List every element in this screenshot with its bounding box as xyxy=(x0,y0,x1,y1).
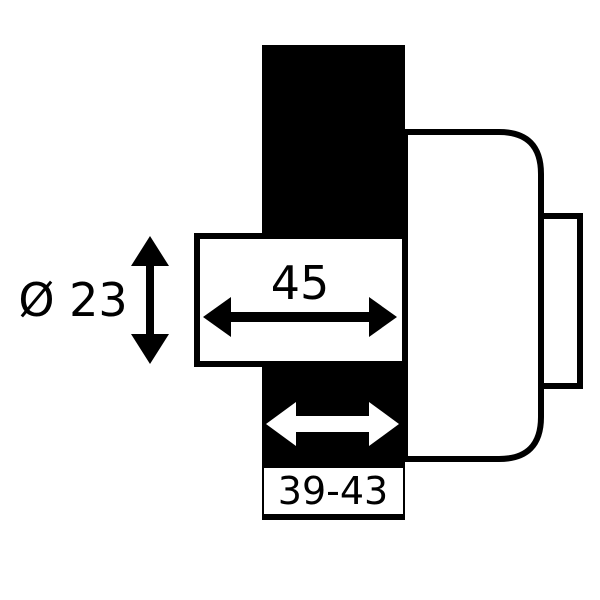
label-background xyxy=(264,468,403,514)
spindle-diameter-label: Ø 23 xyxy=(18,273,127,327)
horizontal-dimension-arrow-icon xyxy=(203,297,397,337)
horizontal-dimension-arrow-white-icon xyxy=(266,402,399,446)
door-thickness-label: 39-43 xyxy=(278,469,388,513)
dimension-door-thickness: 39-43 xyxy=(264,402,403,514)
knob-body xyxy=(402,129,544,462)
vertical-dimension-arrow-icon xyxy=(131,236,169,364)
dimension-spindle-length: 45 xyxy=(203,256,397,337)
dimension-spindle-diameter: Ø 23 xyxy=(18,236,169,364)
spindle-length-label: 45 xyxy=(271,256,330,310)
